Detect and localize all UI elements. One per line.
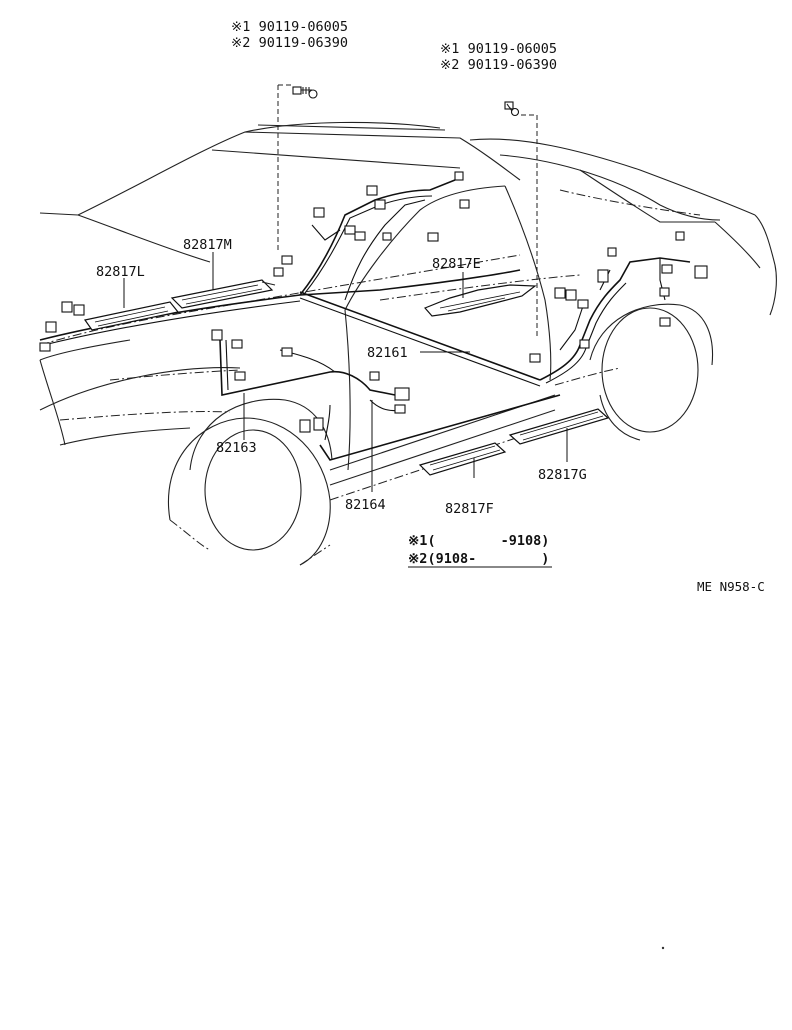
- leader-lines: [123, 252, 568, 492]
- plate-82817L: [83, 301, 180, 331]
- bolt-callout-left: ※1 90119-06005 ※2 90119-06390: [231, 19, 348, 51]
- plate-82817G: [508, 408, 610, 445]
- stray-dot: [661, 946, 665, 950]
- label-82817G: 82817G: [538, 467, 587, 483]
- figure-code: ME N958-C: [697, 579, 765, 594]
- bolt-callout-left-1: ※1 90119-06005: [231, 19, 348, 35]
- car-body-outline: [39, 121, 777, 566]
- legend-note-1: ※1( -9108): [408, 533, 549, 549]
- legend-note-2: ※2(9108- ): [408, 551, 549, 567]
- legend: ※1( -9108) ※2(9108- ): [408, 533, 552, 568]
- bolt-callout-right-2: ※2 90119-06390: [440, 57, 557, 73]
- label-82817E: 82817E: [432, 256, 481, 272]
- label-82164: 82164: [345, 497, 386, 513]
- label-82817F: 82817F: [445, 501, 494, 517]
- harness-connectors: [39, 171, 708, 433]
- label-82817M: 82817M: [183, 237, 232, 253]
- bolt-right: [504, 101, 538, 338]
- bolt-callout-right: ※1 90119-06005 ※2 90119-06390: [440, 41, 557, 73]
- bolt-callout-left-2: ※2 90119-06390: [231, 35, 348, 51]
- bolt-callout-right-1: ※1 90119-06005: [440, 41, 557, 57]
- label-82161: 82161: [367, 345, 408, 361]
- label-82817L: 82817L: [96, 264, 145, 280]
- harness-main: [39, 179, 691, 461]
- label-82163: 82163: [216, 440, 257, 456]
- bolt-left: [277, 84, 318, 250]
- plate-82817M: [170, 279, 276, 309]
- plate-82817F: [418, 442, 507, 476]
- plate-82817E: [423, 284, 537, 317]
